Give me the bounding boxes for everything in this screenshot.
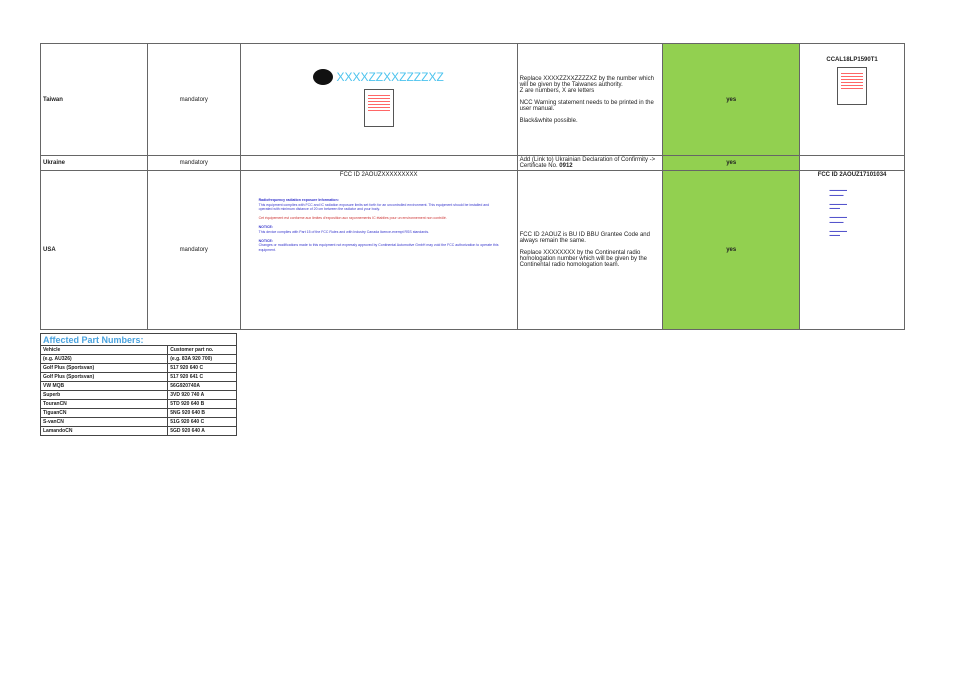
status: yes [662,170,801,330]
fcc-label-image: ▬▬▬▬▬▬▬▬▬▬▬▬▬▬▬▬▬▬▬▬▬▬▬▬▬▬▬▬▬▬▬▬▬▬ [829,188,848,237]
label-image: FCC ID 2AOUZXXXXXXXXX Radiofrequency rad… [239,170,518,330]
label-image: XXXXZZXXZZZZXZ [239,43,518,156]
notes: Replace XXXXZZXXZZZZXZ by the number whi… [516,43,664,156]
fcc-statement: Radiofrequency radiation exposure Inform… [258,198,499,252]
table-row: Ukraine mandatory Add (Link to) Ukrainia… [40,155,905,171]
certificate: FCC ID 2AOUZ17101034 ▬▬▬▬▬▬▬▬▬▬▬▬▬▬▬▬▬▬▬… [799,170,905,330]
country: Taiwan [40,43,148,156]
header-part-no: Customer part no. [167,345,237,355]
header-vehicle: Vehicle [39,345,169,355]
status: yes [662,43,801,156]
ncc-logo: XXXXZZXXZZZZXZ [243,68,515,85]
requirement: mandatory [146,155,241,171]
country: Ukraine [40,155,148,171]
parts-title: Affected Part Numbers: [40,333,237,346]
status: yes [662,155,801,171]
certificate: CCAL18LP1590T1 [799,43,905,156]
document-thumbnail [837,67,868,105]
country: USA [40,170,148,330]
requirement: mandatory [146,170,241,330]
requirement: mandatory [146,43,241,156]
table-row: USA mandatory FCC ID 2AOUZXXXXXXXXX Radi… [40,170,905,330]
table-row: Golf Plus (Sportsvan)517 920 641 C [39,372,237,382]
notes: Add (Link to) Ukrainian Declaration of C… [516,155,664,171]
document-thumbnail [363,88,394,127]
notes: FCC ID 2AOUZ is BU ID BBU Grantee Code a… [516,170,664,330]
table-row: (e.g. AU326)(e.g. 83A 920 700) [39,354,237,364]
table-row: Taiwan mandatory XXXXZZXXZZZZXZ Replace … [40,43,905,156]
table-row: Golf Plus (Sportsvan)517 920 640 C [39,363,237,373]
certification-table: Taiwan mandatory XXXXZZXXZZZZXZ Replace … [40,43,905,330]
